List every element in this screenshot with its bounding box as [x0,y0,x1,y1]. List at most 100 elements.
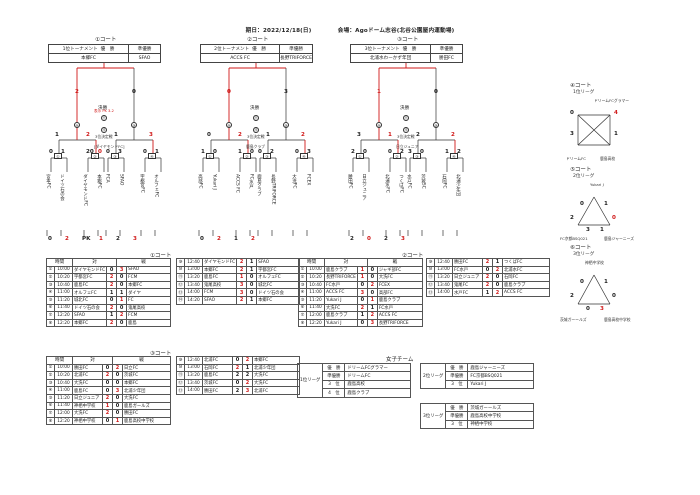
league-2-score: 1 [604,201,608,207]
score-home: 3 [236,280,248,290]
team-away: 本郷FC [252,356,300,365]
team-away: 北浦少年団 [252,363,300,373]
result-header: 1位トーナメント 優 勝 [49,45,128,53]
r1-match: ④ [148,153,156,159]
team-name: ACCS FC [234,174,240,193]
score-away: 0 [112,371,123,380]
team-home: 茨城FC [202,378,233,388]
header-match: 戦 [112,356,171,365]
match-number: ⑫ [176,280,185,290]
team-away: 鹿島高校中学校 [122,416,171,426]
match-number: ② [46,371,55,380]
score-home: 0 [102,386,113,395]
match-time: 11:20 [54,295,73,305]
ranking-team: 茨城ガーールズ [467,402,535,413]
r1-score-a: 0 [106,149,110,155]
team-home: オルフェFC [71,288,108,297]
league-3-score: 3 [600,306,604,312]
match-number: ① [46,363,55,373]
ranking-row: 4 位鹿島クラブ [298,388,412,398]
court-label: ①コート [95,37,117,43]
header-time: 時間 [46,356,73,365]
score-home: 0 [102,378,113,388]
match-number: ② [46,273,55,282]
team-name: オルフェFC [153,174,159,198]
match-number: ⑤ [46,393,55,403]
match-number: ⑪ [176,371,185,380]
team-home: ダイヤモンドFC [201,258,238,267]
match-number: ④ [298,288,307,297]
score-home: 2 [106,318,118,328]
team-home: 鹿島クラブ [324,311,358,320]
team-away: 本郷FC [126,280,171,290]
score-home: 1 [102,401,113,411]
team-home: Yukari J [324,295,358,305]
league-2-top-team: Yukari J [590,182,604,187]
third-place-team: 日立ジュニア [396,144,419,149]
bottom-score: 1 [99,236,103,242]
league-1-score: 0 [570,110,574,116]
score-away: 0 [112,401,123,411]
final-score-left: 2 [75,89,79,95]
team-away: ドイツ石の会 [256,288,300,297]
score-away: 1 [242,363,253,373]
league-2-title: 2位リーグ [573,174,595,179]
league-2-edge [593,196,611,226]
team-home: ドイツ石の会 [71,303,108,313]
ranking-row: 3 位神栖中学校 [421,419,535,430]
score-away: 0 [116,318,128,328]
score-away: 3 [242,386,253,395]
match-number: ⑫ [426,280,435,290]
team-name: 長野TRIFORCE [270,174,276,205]
score-home: 1 [356,311,368,320]
r1-score-a: 0 [258,149,262,155]
match-number: ⑧ [298,318,307,328]
match-number: ⑤ [298,295,307,305]
runner-label: 準優勝 [137,47,152,52]
match-number: ⑬ [176,288,185,297]
score-away: 1 [112,416,123,426]
team-home: 鬼尾高校 [201,280,238,290]
bottom-score: PK [82,236,91,242]
bottom-score: 0 [200,236,204,242]
league-3-score: 1 [604,279,608,285]
score-away: 0 [366,288,378,297]
header-time: 時間 [298,258,325,267]
score-away: 0 [246,288,258,297]
header-time: 時間 [46,258,73,267]
ranking-place: 3 位 [445,419,469,430]
bottom-score: 3 [401,236,405,242]
team-name: 水戸FC [406,174,412,189]
match-time: 12:00 [54,409,73,418]
event-date: 期日：2022/12/18(日) [245,28,312,34]
bottom-score: 2 [116,236,120,242]
match-time: 11:20 [306,295,325,305]
match-number: ⑨ [426,258,435,267]
third-place-match: ⑫ [403,127,409,133]
score-away: 0 [246,280,258,290]
league-2-score: 0 [612,215,616,221]
score-home: 0 [356,280,368,290]
r1-match: ② [91,153,99,159]
team-home: 大洗FC [72,409,103,418]
team-away: 大洗FC [122,393,171,403]
final-label: 決勝 [250,106,260,111]
team-name: Yukari J [211,174,217,190]
league-1-score: 3 [570,131,574,137]
match-time: 12:40 [184,356,203,365]
league-1-score: 1 [614,131,618,137]
score-away: 2 [242,356,253,365]
semi-right-match: ⑩ [283,122,289,128]
team-away: 勝田FC [122,409,171,418]
final-label: 決勝 [400,106,410,111]
match-number: ⑩ [176,265,185,275]
semi-right-match: ⑩ [131,122,137,128]
